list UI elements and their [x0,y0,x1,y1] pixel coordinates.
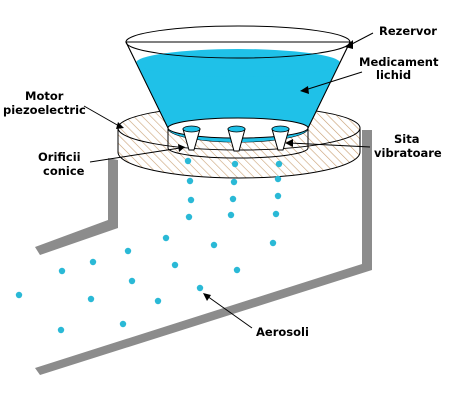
reservoir-cone-edges [125,41,351,129]
leader-line-orifices [89,147,181,163]
droplet [171,261,179,269]
droplet [154,297,162,305]
droplet [196,284,204,292]
droplet [272,210,280,218]
droplet [231,160,239,168]
leader-line-reservoir [349,32,374,46]
chamber-left-wall [35,158,118,255]
labels: Rezervor Medicament lichid Motor piezoel… [3,24,442,339]
arrowhead [116,122,124,129]
orifice-opening [182,125,201,133]
label-mesh-line1: Sita [394,132,419,146]
label-mesh-line2: vibratoare [374,146,442,160]
chamber-walls [35,130,372,375]
droplet [58,267,66,275]
leader-line-aerosol [206,295,253,329]
droplet [185,213,193,221]
droplet [15,291,23,299]
label-motor-line2: piezoelectric [3,103,86,117]
reservoir-rim [125,25,351,59]
arrowhead [178,144,185,152]
droplet [128,277,136,285]
leader-lines [83,32,374,329]
orifice-opening [227,125,246,133]
droplet [89,258,97,266]
droplet [233,266,241,274]
vibrating-mesh [167,117,309,159]
droplet [162,234,170,242]
label-medication-line2: lichid [376,68,411,82]
droplet [187,196,195,204]
droplet [227,211,235,219]
droplet [269,239,277,247]
arrowhead [203,293,211,301]
label-medication-line1: Medicament [359,55,439,69]
orifice-opening [271,125,290,133]
arrowhead [300,86,309,94]
droplet [210,241,218,249]
arrowhead [345,40,353,49]
label-orifices-line1: Orificii [38,150,81,164]
conical-orifices [182,125,290,152]
droplet [87,295,95,303]
aerosol-droplets [15,157,283,334]
arrowhead [285,139,293,147]
droplet [275,160,283,168]
leader-line-medication [304,71,363,91]
label-orifices-line2: conice [43,164,85,178]
droplet [57,326,65,334]
droplet [229,195,237,203]
mesh-body [167,127,309,159]
droplet [274,175,282,183]
droplet [124,247,132,255]
label-motor-line1: Motor [25,89,64,103]
leader-line-mesh [289,142,371,148]
droplet [184,157,192,165]
leader-line-motor [83,105,120,127]
droplet [119,320,127,328]
label-aerosol: Aerosoli [256,325,309,339]
liquid-surface [136,49,340,77]
droplet [186,177,194,185]
label-reservoir: Rezervor [379,24,437,38]
droplet [230,178,238,186]
droplet [274,192,282,200]
